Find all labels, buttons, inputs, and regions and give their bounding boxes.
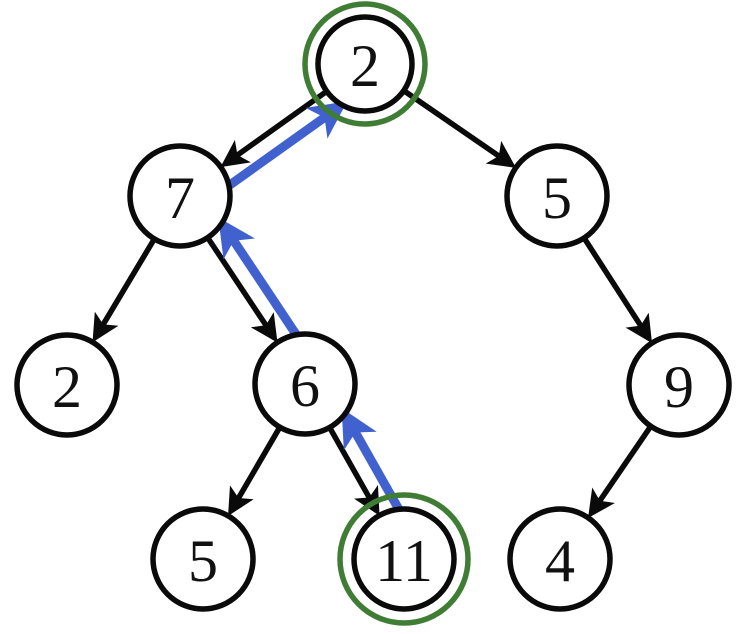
tree-node-5-n5r[interactable]: 5 — [504, 143, 610, 249]
tree-edge-root-n5r — [402, 88, 517, 168]
path-arrow-n7-to-root — [224, 101, 348, 191]
tree-node-4-n4[interactable]: 4 — [507, 506, 613, 612]
node-circle[interactable] — [315, 14, 415, 114]
node-circle[interactable] — [351, 506, 457, 612]
path-arrow-n6-to-n7 — [218, 217, 302, 339]
node-label: 6 — [290, 353, 320, 419]
tree-node-7-n7[interactable]: 7 — [127, 143, 233, 249]
tree-edge-n9-n4 — [588, 425, 653, 518]
tree-edge-n5r-n9 — [582, 237, 653, 344]
tree-edge-n7-n2leaf — [92, 238, 157, 343]
node-label: 2 — [52, 354, 82, 420]
node-circle[interactable] — [507, 506, 613, 612]
node-circle[interactable] — [14, 332, 120, 438]
node-circle[interactable] — [150, 506, 256, 612]
node-circle[interactable] — [252, 331, 358, 437]
tree-edge-n6-n11 — [327, 427, 380, 516]
tree-edge-n6-n5leaf — [228, 426, 282, 517]
node-label: 7 — [165, 165, 195, 231]
tree-node-11-n11[interactable]: 11 — [337, 492, 471, 626]
node-circle[interactable] — [504, 143, 610, 249]
tree-node-9-n9[interactable]: 9 — [626, 332, 732, 438]
node-label: 4 — [545, 528, 575, 594]
tree-node-5-n5leaf[interactable]: 5 — [150, 506, 256, 612]
node-label: 9 — [664, 354, 694, 420]
tree-node-2-root[interactable]: 2 — [302, 1, 428, 127]
node-label: 11 — [375, 528, 433, 594]
node-label: 5 — [188, 528, 218, 594]
node-circle[interactable] — [127, 143, 233, 249]
highlight-ring-icon — [302, 1, 428, 127]
node-label: 2 — [350, 33, 380, 99]
tree-node-2-n2leaf[interactable]: 2 — [14, 332, 120, 438]
tree-node-6-n6[interactable]: 6 — [252, 331, 358, 437]
highlight-ring-icon — [337, 492, 471, 626]
node-layer: 2 7 5 2 6 9 5 11 4 — [14, 1, 732, 626]
node-circle[interactable] — [626, 332, 732, 438]
path-arrow-layer — [218, 101, 404, 514]
node-label: 5 — [542, 165, 572, 231]
